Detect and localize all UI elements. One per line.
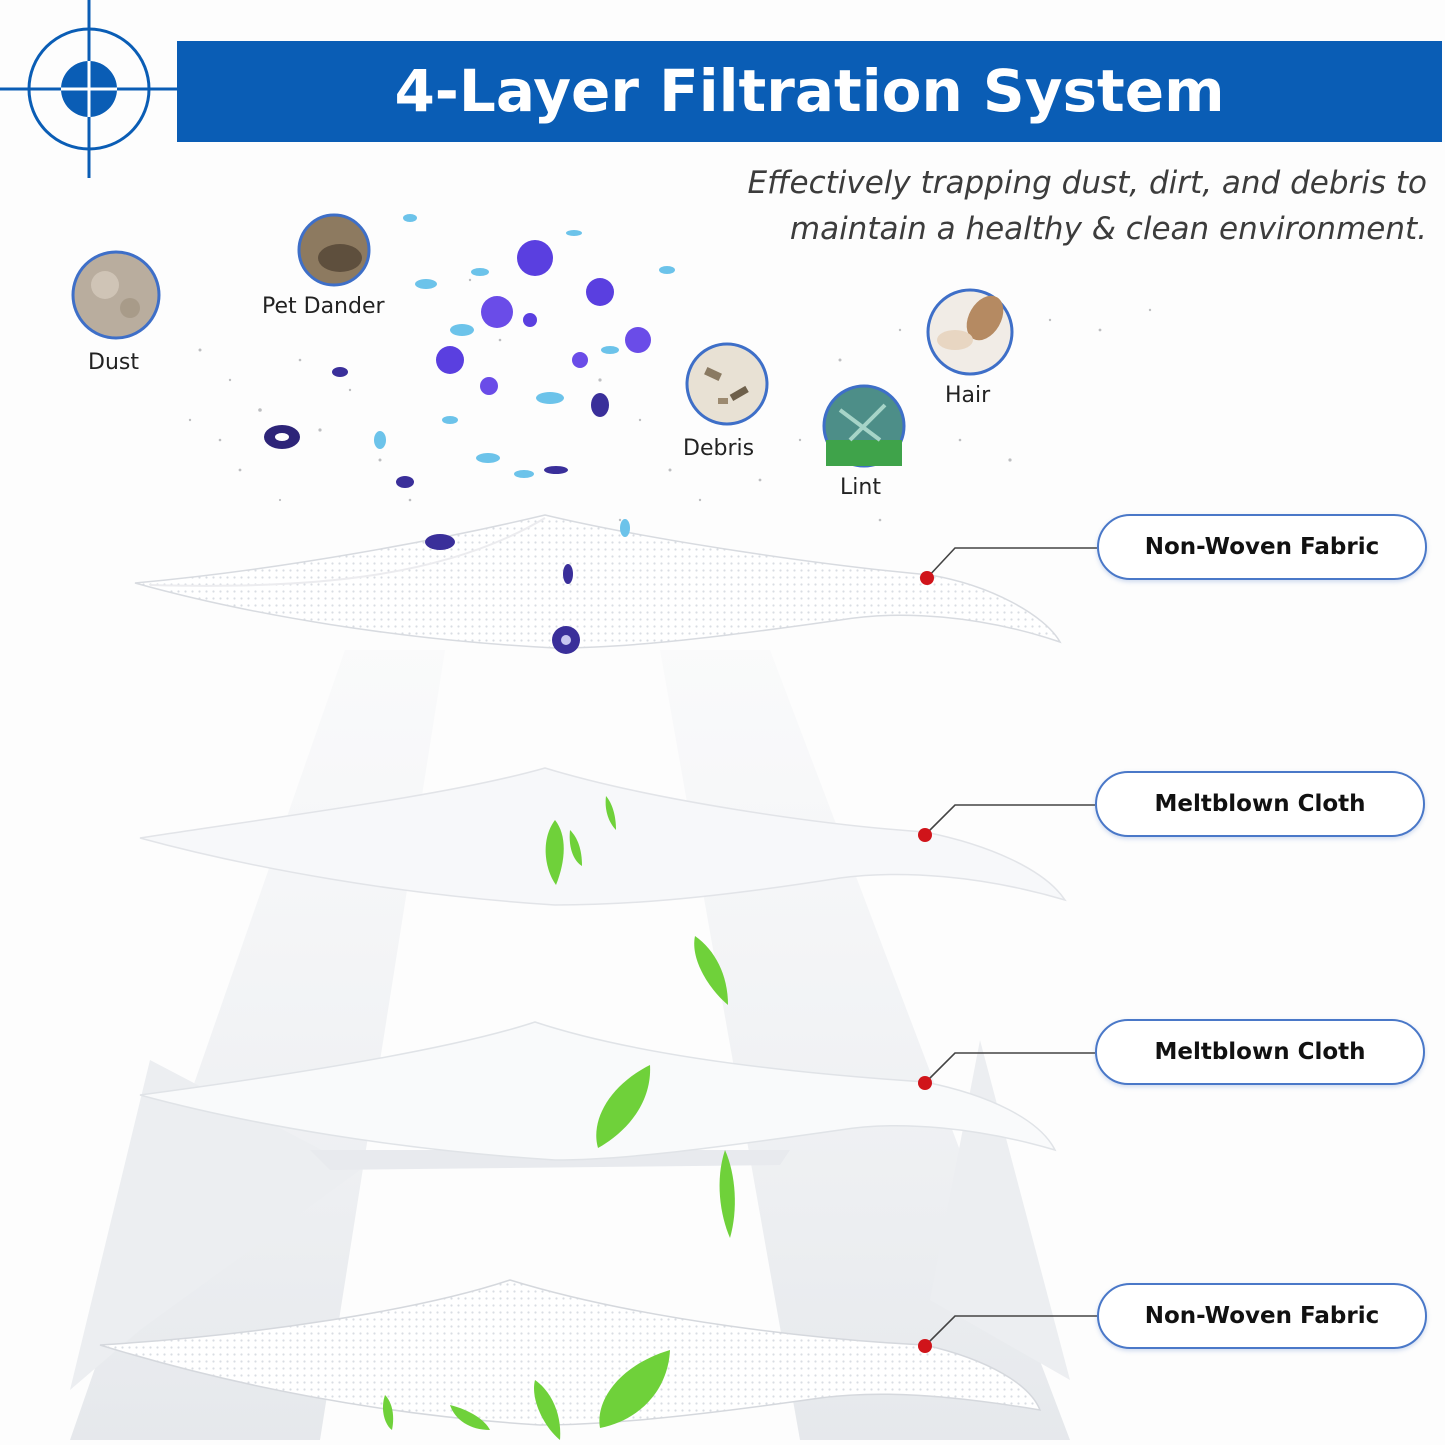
filter-sheet-3 — [139, 1021, 1057, 1161]
layer-3-leader — [918, 1052, 1095, 1090]
crosshair-target-icon — [0, 0, 178, 178]
filter-sheet-2 — [139, 767, 1067, 906]
layer-4-leader — [918, 1315, 1097, 1353]
particle-label-hair: Hair — [945, 383, 991, 408]
layer-label-4-text: Non-Woven Fabric — [1144, 1303, 1380, 1329]
dust-particle-icon — [71, 250, 161, 340]
layer-label-3: Meltblown Cloth — [1095, 1019, 1425, 1085]
page-subtitle: Effectively trapping dust, dirt, and deb… — [607, 160, 1427, 252]
subtitle-line-2: maintain a healthy & clean environment. — [789, 211, 1427, 247]
particle-label-dust: Dust — [88, 350, 139, 375]
pet-dander-particle-icon — [297, 213, 371, 287]
lint-particle-icon — [822, 384, 906, 468]
particle-label-debris: Debris — [683, 436, 755, 461]
subtitle-line-1: Effectively trapping dust, dirt, and deb… — [747, 165, 1427, 201]
hair-particle-icon — [926, 288, 1014, 376]
green-leaves — [382, 796, 735, 1440]
filter-sheet-1 — [134, 514, 1062, 649]
dust-cloud — [188, 278, 1152, 522]
layer-2-leader — [918, 804, 1095, 842]
layer-label-4: Non-Woven Fabric — [1097, 1283, 1427, 1349]
layer-label-2: Meltblown Cloth — [1095, 771, 1425, 837]
layer-label-2-text: Meltblown Cloth — [1154, 791, 1366, 817]
layer-label-3-text: Meltblown Cloth — [1154, 1039, 1366, 1065]
layer-label-1: Non-Woven Fabric — [1097, 514, 1427, 580]
layer-1-leader — [920, 547, 1097, 585]
debris-particle-icon — [685, 342, 769, 426]
title-banner — [177, 41, 1442, 142]
particle-label-lint: Lint — [840, 475, 881, 500]
layer-label-1-text: Non-Woven Fabric — [1144, 534, 1380, 560]
page-title: 4-Layer Filtration System — [394, 57, 1225, 125]
particle-label-pet-dander: Pet Dander — [262, 294, 385, 319]
captured-particles — [264, 214, 675, 654]
